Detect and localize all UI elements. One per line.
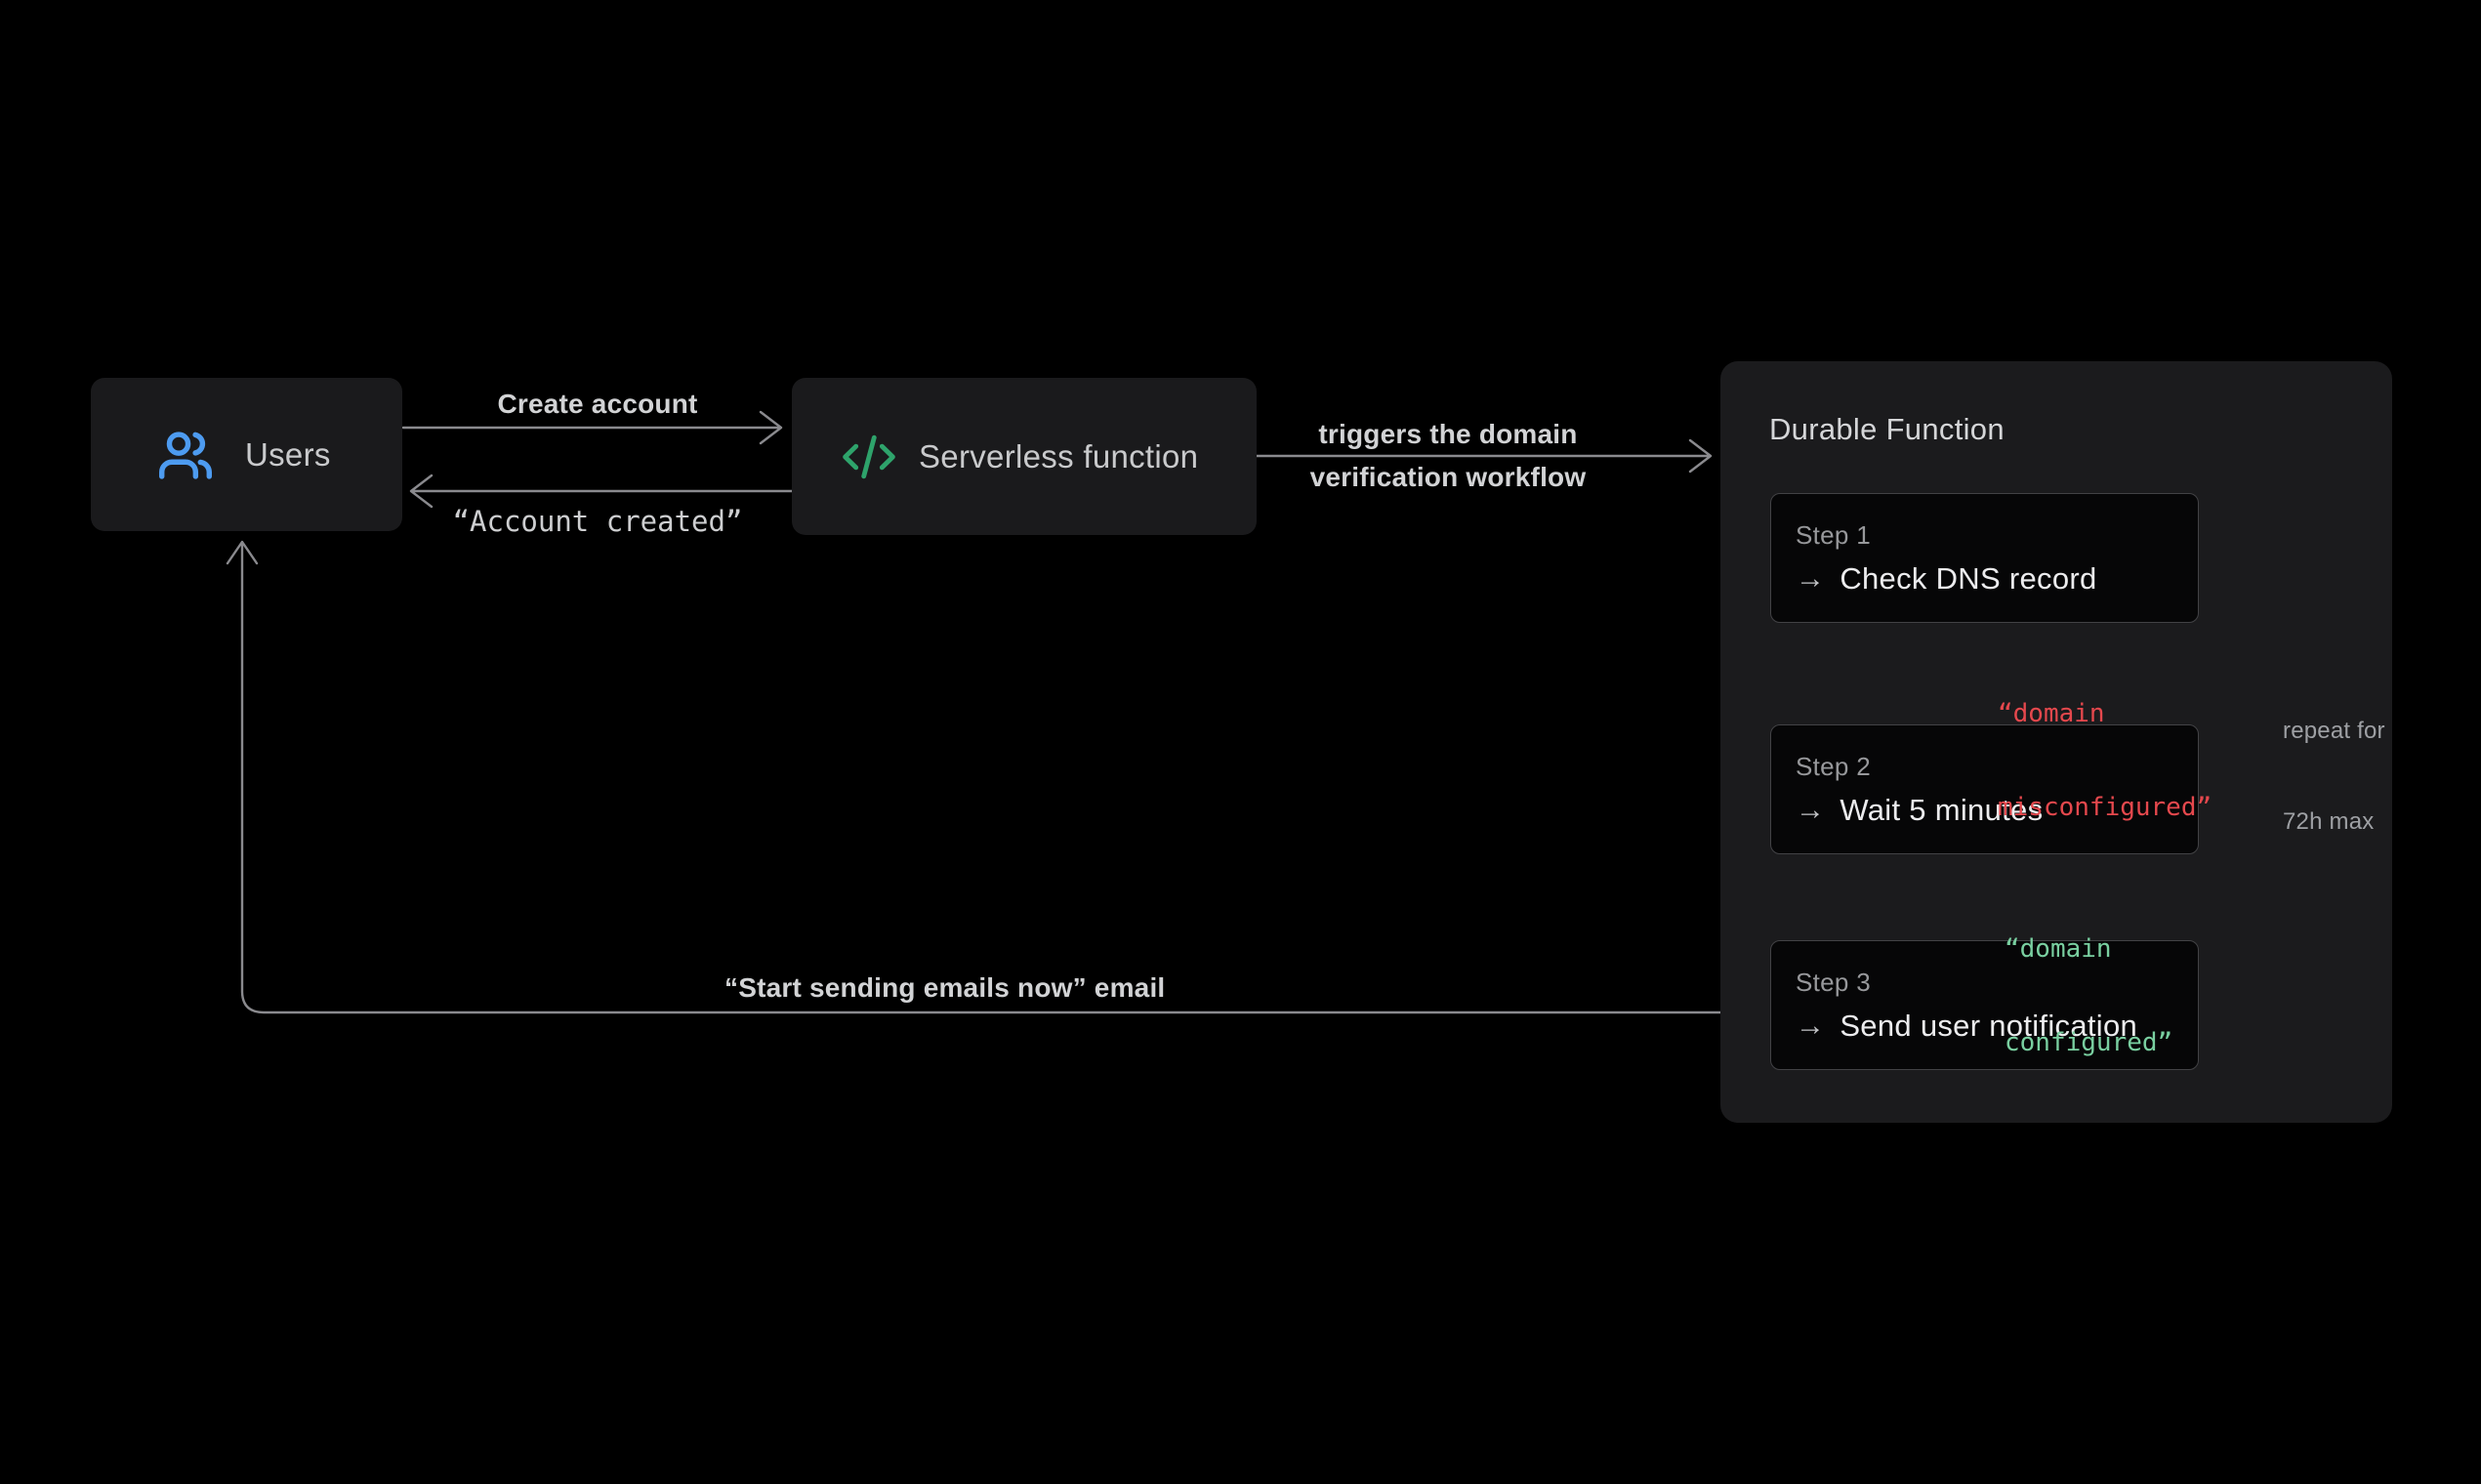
step-3-action: Send user notification [1840,1009,2138,1043]
step-3-label: Step 3 [1796,968,1871,997]
step-2-action-row: → Wait 5 minutes [1796,793,2198,828]
triggers-edge-label-line1: triggers the domain [1318,419,1578,449]
durable-function-panel: Durable Function Step 1 → Check DNS reco… [1720,361,2392,1123]
code-icon [843,434,895,478]
step-2-box: Step 2 → Wait 5 minutes [1770,724,2199,854]
domain-configured-line2: configured” [2005,1028,2173,1057]
step-2-action: Wait 5 minutes [1840,793,2044,827]
arrow-right-icon: → [1796,794,1826,826]
users-icon [159,431,212,479]
domain-configured-line1: “domain [2005,934,2112,964]
arrow-right-icon: → [1796,562,1826,595]
step-1-box: Step 1 → Check DNS record [1770,493,2199,623]
step-1-action-row: → Check DNS record [1796,561,2198,597]
repeat-loop-label: repeat for 72h max [2283,655,2385,897]
users-node: Users [91,378,402,531]
repeat-loop-line2: 72h max [2283,808,2375,835]
domain-misconfigured-line2: misconfigured” [1998,793,2212,822]
step-2-label: Step 2 [1796,752,1871,781]
domain-misconfigured-label: “domain misconfigured” [1998,636,2212,886]
arrow-right-icon: → [1796,1010,1826,1042]
serverless-function-node: Serverless function [792,378,1257,535]
step-3-box: Step 3 → Send user notification [1770,940,2199,1070]
account-created-arrow [409,474,794,509]
repeat-loop-line1: repeat for [2283,718,2385,744]
start-sending-emails-label: “Start sending emails now” email [724,972,1166,1003]
domain-configured-label: “domain configured” [2005,871,2172,1121]
step-1-action: Check DNS record [1840,561,2097,596]
step-3-action-row: → Send user notification [1796,1009,2198,1044]
notification-return-arrow [226,540,1767,1014]
users-label: Users [245,435,331,473]
domain-misconfigured-line1: “domain [1998,699,2105,728]
durable-function-title: Durable Function [1769,412,2005,446]
step-1-label: Step 1 [1796,520,1871,550]
serverless-function-label: Serverless function [919,437,1199,474]
account-created-edge-label: “Account created” [452,505,743,538]
triggers-edge-label-line2: verification workflow [1309,462,1587,492]
create-account-edge-label: Create account [497,389,698,419]
